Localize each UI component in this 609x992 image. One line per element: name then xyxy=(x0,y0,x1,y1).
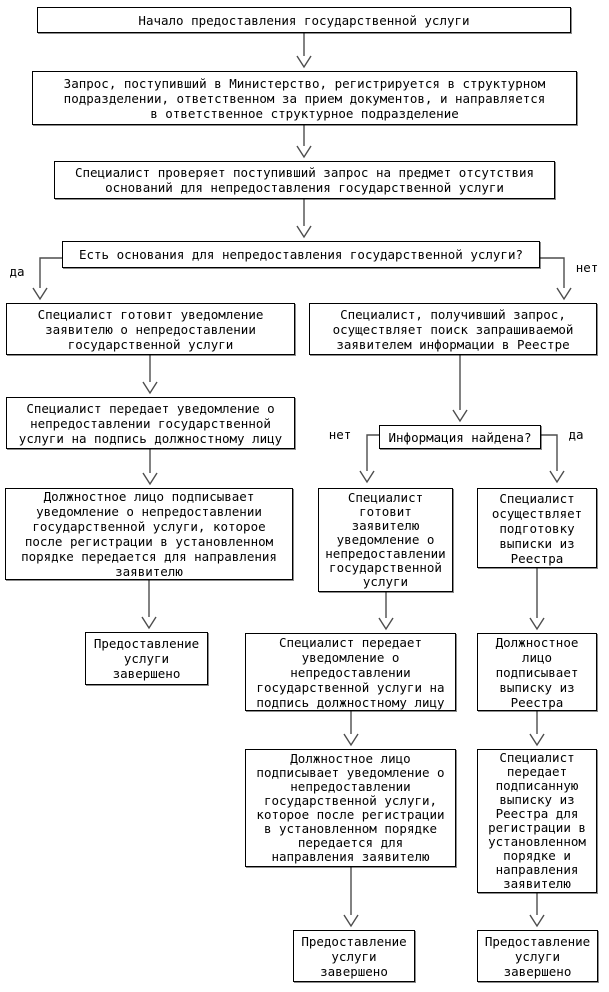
arrow-down-icon xyxy=(529,733,545,747)
arrow-down-icon xyxy=(296,55,312,69)
branch-label-no-right: нет xyxy=(575,260,599,275)
flow-connector xyxy=(296,125,312,159)
node-prepare-refusal-notice: Специалист готовит уведомление заявителю… xyxy=(6,303,295,355)
arrow-down-icon xyxy=(529,617,545,631)
node-register-request: Запрос, поступивший в Министерство, реги… xyxy=(32,71,577,125)
arrow-down-icon xyxy=(32,287,48,301)
node-pass-signed-extract: Специалист передает подписанную выписку … xyxy=(477,749,597,893)
flow-connector xyxy=(142,355,158,395)
node-prepare-refusal-notice-mid: Специалист готовит заявителю уведомление… xyxy=(318,488,453,592)
node-service-complete-mid: Предоставление услуги завершено xyxy=(293,930,415,982)
arrow-down-icon xyxy=(359,470,375,484)
branch-label-yes-mid: да xyxy=(568,427,584,442)
flow-connector xyxy=(141,580,157,630)
arrow-down-icon xyxy=(529,914,545,928)
arrow-down-icon xyxy=(549,470,565,484)
node-service-complete-right: Предоставление услуги завершено xyxy=(477,930,598,982)
flow-connector xyxy=(529,893,545,928)
node-official-signs-notice-mid: Должностное лицо подписывает уведомление… xyxy=(245,749,456,867)
branch-label-yes-left: да xyxy=(9,264,25,279)
flow-connector xyxy=(359,434,379,484)
flow-connector xyxy=(32,257,62,301)
node-official-signs-notice: Должностное лицо подписывает уведомление… xyxy=(5,488,293,580)
flow-connector xyxy=(296,33,312,69)
node-service-complete-left: Предоставление услуги завершено xyxy=(85,632,208,685)
decision-info-found: Информация найдена? xyxy=(379,425,541,449)
flow-connector xyxy=(529,568,545,631)
flow-connector xyxy=(343,711,359,747)
arrow-down-icon xyxy=(141,616,157,630)
flow-connector xyxy=(541,434,565,484)
arrow-down-icon xyxy=(556,287,572,301)
flow-connector xyxy=(540,257,572,301)
flow-connector xyxy=(529,711,545,747)
arrow-down-icon xyxy=(296,145,312,159)
branch-label-no-mid: нет xyxy=(328,427,352,442)
node-pass-notice-for-signing-mid: Специалист передает уведомление о непред… xyxy=(245,633,456,711)
arrow-down-icon xyxy=(142,381,158,395)
arrow-down-icon xyxy=(343,914,359,928)
arrow-down-icon xyxy=(142,472,158,486)
flow-connector xyxy=(378,592,394,631)
node-prepare-extract: Специалист осуществляет подготовку выпис… xyxy=(477,488,597,568)
arrow-down-icon xyxy=(296,225,312,239)
flow-connector xyxy=(142,449,158,486)
node-search-registry: Специалист, получивший запрос, осуществл… xyxy=(309,303,597,355)
decision-grounds-exist: Есть основания для непредоставления госу… xyxy=(62,241,540,268)
arrow-down-icon xyxy=(343,733,359,747)
node-pass-notice-for-signing: Специалист передает уведомление о непред… xyxy=(6,397,295,449)
flow-connector xyxy=(296,199,312,239)
node-start: Начало предоставления государственной ус… xyxy=(37,7,571,33)
node-official-signs-extract: Должностное лицо подписывает выписку из … xyxy=(477,633,597,711)
node-check-request: Специалист проверяет поступивший запрос … xyxy=(54,161,555,199)
flow-connector xyxy=(452,355,468,423)
arrow-down-icon xyxy=(378,617,394,631)
flow-connector xyxy=(343,867,359,928)
arrow-down-icon xyxy=(452,409,468,423)
